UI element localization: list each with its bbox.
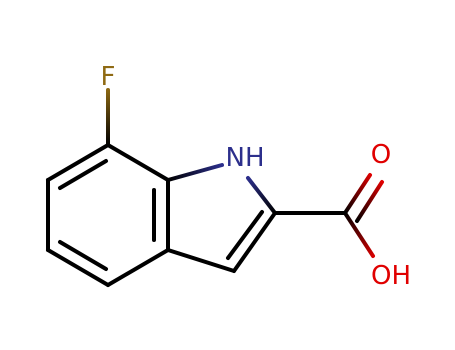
bond-c7-c6-inner [58,159,108,190]
bond-c7-c7a [106,143,170,182]
bond-c2-c3 [232,211,277,273]
bond-c5-c4-inner [58,240,108,271]
bond-c4-c3a [106,248,170,287]
bond-c5-c4 [46,248,110,287]
benzene-ring [46,143,170,287]
bond-c2-c3-inner [226,210,264,260]
bond-c3-c3a [166,248,236,273]
bond-c7-c6 [46,143,110,182]
atom-label-carbonyl-oxygen: O [371,140,391,170]
bond-c-o-double-a [343,173,372,215]
bond-n1-c2 [246,176,277,215]
atom-label-hydroxyl: OH [371,261,411,291]
atom-label-nitrogen: NH [226,143,265,173]
bond-c-o-double-b [355,180,384,223]
carboxylic-acid-group [273,173,384,258]
atom-label-fluorine: F [101,62,116,92]
bond-c7a-n1 [166,163,224,182]
pyrrole-ring [166,163,277,273]
bond-c-oh [343,211,375,258]
